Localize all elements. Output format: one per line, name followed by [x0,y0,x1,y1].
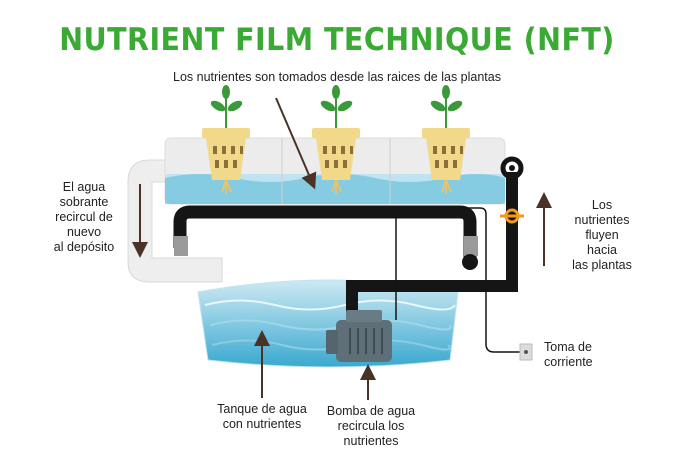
drain-pipe [173,205,478,270]
water-pump [326,310,392,362]
nutrients-flow-line: Los [591,198,613,212]
pump-line: Bomba de agua [326,404,416,418]
overflow-return-line: al depósito [53,240,115,254]
overflow-return-line: El agua [62,180,106,194]
plant-2 [312,85,360,194]
power-outlet-label: Toma de corriente [544,340,624,370]
tank-label: Tanque de agua con nutrientes [202,402,322,432]
tank-line: con nutrientes [222,417,302,431]
power-outlet-line: corriente [544,355,593,369]
plant-3 [422,85,470,194]
nutrients-flow-line: hacia [587,243,617,257]
overflow-return-line: sobrante [59,195,109,209]
nutrients-flow-line: fluyen [585,228,619,242]
supply-pipe [346,156,524,322]
diagram-title: NUTRIENT FILM TECHNIQUE (NFT) [59,22,615,58]
flow-valve [500,208,524,224]
overflow-return-line: recircul de [55,210,113,224]
nutrients-flow-label: Los nutrientes fluyen hacia las plantas [562,198,642,273]
plant-1 [202,85,250,194]
roots-pointer-arrow [275,97,317,190]
pump-line: recircula los [337,419,405,433]
return-pipe [127,159,223,283]
power-cable [395,207,533,361]
tank-line: Tanque de agua [217,402,307,416]
overflow-return-line: nuevo [66,225,102,239]
nutrients-flow-line: nutrientes [574,213,630,227]
diagram-subtitle: Los nutrientes son tomados desde las rai… [173,70,501,84]
power-outlet-line: Toma de [544,340,592,354]
nutrients-flow-line: las plantas [572,258,632,272]
pump-line: nutrientes [343,434,399,448]
pump-label: Bomba de agua recircula los nutrientes [316,404,426,449]
overflow-return-label: El agua sobrante recircul de nuevo al de… [44,180,124,255]
